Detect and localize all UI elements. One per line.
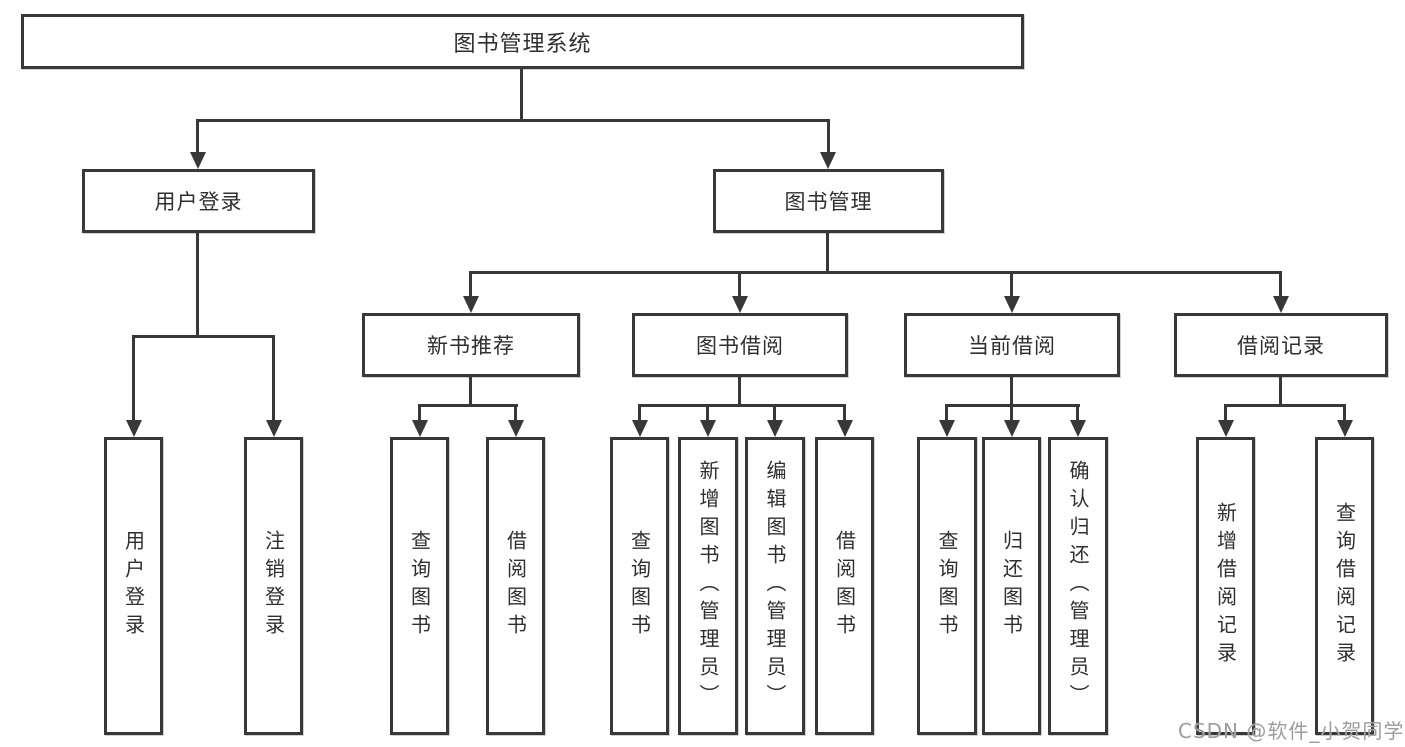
node-new-book-recommend: 新书推荐 (362, 313, 580, 377)
connector-line (638, 404, 641, 422)
arrow-down-icon (700, 420, 716, 437)
node-label: 注销登录 (261, 530, 286, 642)
connector-line (520, 69, 523, 122)
node-label: 用户登录 (154, 190, 243, 214)
connector-line (1010, 377, 1013, 407)
node-label: 借阅记录 (1237, 334, 1325, 358)
node-book-management: 图书管理 (713, 169, 944, 233)
arrow-down-icon (1004, 296, 1020, 313)
connector-line (773, 404, 776, 422)
connector-line (1279, 377, 1282, 407)
connector-line (132, 335, 135, 422)
connector-line (196, 119, 199, 154)
node-leaf-query-books-current: 查询图书 (917, 437, 977, 735)
arrow-down-icon (837, 420, 853, 437)
connector-line (196, 233, 199, 338)
connector-line (1343, 404, 1346, 422)
connector-line (827, 119, 830, 154)
connector-line (469, 271, 1282, 274)
arrow-down-icon (126, 420, 142, 437)
arrow-down-icon (632, 420, 648, 437)
node-label: 图书借阅 (696, 334, 784, 358)
node-label: 图书管理系统 (453, 31, 592, 57)
connector-line (469, 377, 472, 407)
node-leaf-query-books-borrow: 查询图书 (610, 437, 669, 735)
node-label: 新增借阅记录 (1213, 502, 1238, 670)
node-leaf-edit-books-admin: 编辑图书（管理员） (745, 437, 805, 735)
arrow-down-icon (1004, 420, 1020, 437)
node-leaf-confirm-return-admin: 确认归还（管理员） (1048, 437, 1108, 735)
connector-line (514, 404, 517, 422)
connector-line (638, 404, 846, 407)
arrow-down-icon (412, 420, 428, 437)
connector-line (738, 271, 741, 298)
node-label: 查询图书 (407, 530, 432, 642)
arrow-down-icon (1273, 296, 1289, 313)
connector-line (1076, 404, 1079, 422)
arrow-down-icon (463, 296, 479, 313)
csdn-watermark: CSDN @软件_小贺同学 (1178, 719, 1405, 743)
connector-line (1010, 404, 1013, 422)
node-leaf-add-books-admin: 新增图书（管理员） (678, 437, 738, 735)
node-label: 确认归还（管理员） (1066, 460, 1090, 712)
connector-line (843, 404, 846, 422)
connector-line (826, 233, 829, 274)
connector-line (418, 404, 421, 422)
node-label: 归还图书 (999, 530, 1024, 642)
arrow-down-icon (939, 420, 955, 437)
connector-line (132, 335, 275, 338)
node-book-borrow: 图书借阅 (632, 313, 848, 377)
arrow-down-icon (732, 296, 748, 313)
node-label: 查询图书 (627, 530, 652, 642)
node-label: 查询借阅记录 (1332, 502, 1357, 670)
node-label: 图书管理 (784, 190, 873, 214)
node-leaf-query-books-recommend: 查询图书 (390, 437, 449, 735)
arrow-down-icon (820, 152, 836, 169)
node-leaf-borrow-books: 借阅图书 (815, 437, 874, 735)
node-label: 编辑图书（管理员） (763, 460, 787, 712)
arrow-down-icon (508, 420, 524, 437)
node-leaf-user-login: 用户登录 (104, 437, 163, 735)
node-leaf-borrow-books-recommend: 借阅图书 (486, 437, 545, 735)
connector-line (1224, 404, 1346, 407)
connector-line (1010, 271, 1013, 298)
connector-line (706, 404, 709, 422)
arrow-down-icon (1070, 420, 1086, 437)
connector-line (1279, 271, 1282, 298)
node-label: 新增图书（管理员） (696, 460, 720, 712)
node-label: 查询图书 (935, 530, 959, 642)
node-label: 借阅图书 (503, 530, 528, 642)
node-label: 当前借阅 (968, 334, 1056, 358)
node-label: 新书推荐 (427, 334, 515, 358)
connector-line (1224, 404, 1227, 422)
node-leaf-add-borrow-record: 新增借阅记录 (1196, 437, 1255, 735)
connector-line (418, 404, 518, 407)
connector-line (945, 404, 948, 422)
connector-line (738, 377, 741, 407)
node-current-borrow: 当前借阅 (904, 313, 1120, 377)
connector-line (272, 335, 275, 422)
connector-line (469, 271, 472, 298)
node-leaf-logout: 注销登录 (244, 437, 303, 735)
node-leaf-return-books: 归还图书 (982, 437, 1041, 735)
arrow-down-icon (1337, 420, 1353, 437)
arrow-down-icon (266, 420, 282, 437)
node-library-management-system: 图书管理系统 (21, 14, 1024, 69)
node-label: 借阅图书 (832, 530, 857, 642)
arrow-down-icon (190, 152, 206, 169)
node-leaf-query-borrow-record: 查询借阅记录 (1315, 437, 1374, 735)
node-user-login: 用户登录 (82, 169, 315, 233)
connector-line (196, 119, 830, 122)
node-borrow-records: 借阅记录 (1174, 313, 1388, 377)
arrow-down-icon (767, 420, 783, 437)
node-label: 用户登录 (121, 530, 146, 642)
arrow-down-icon (1218, 420, 1234, 437)
